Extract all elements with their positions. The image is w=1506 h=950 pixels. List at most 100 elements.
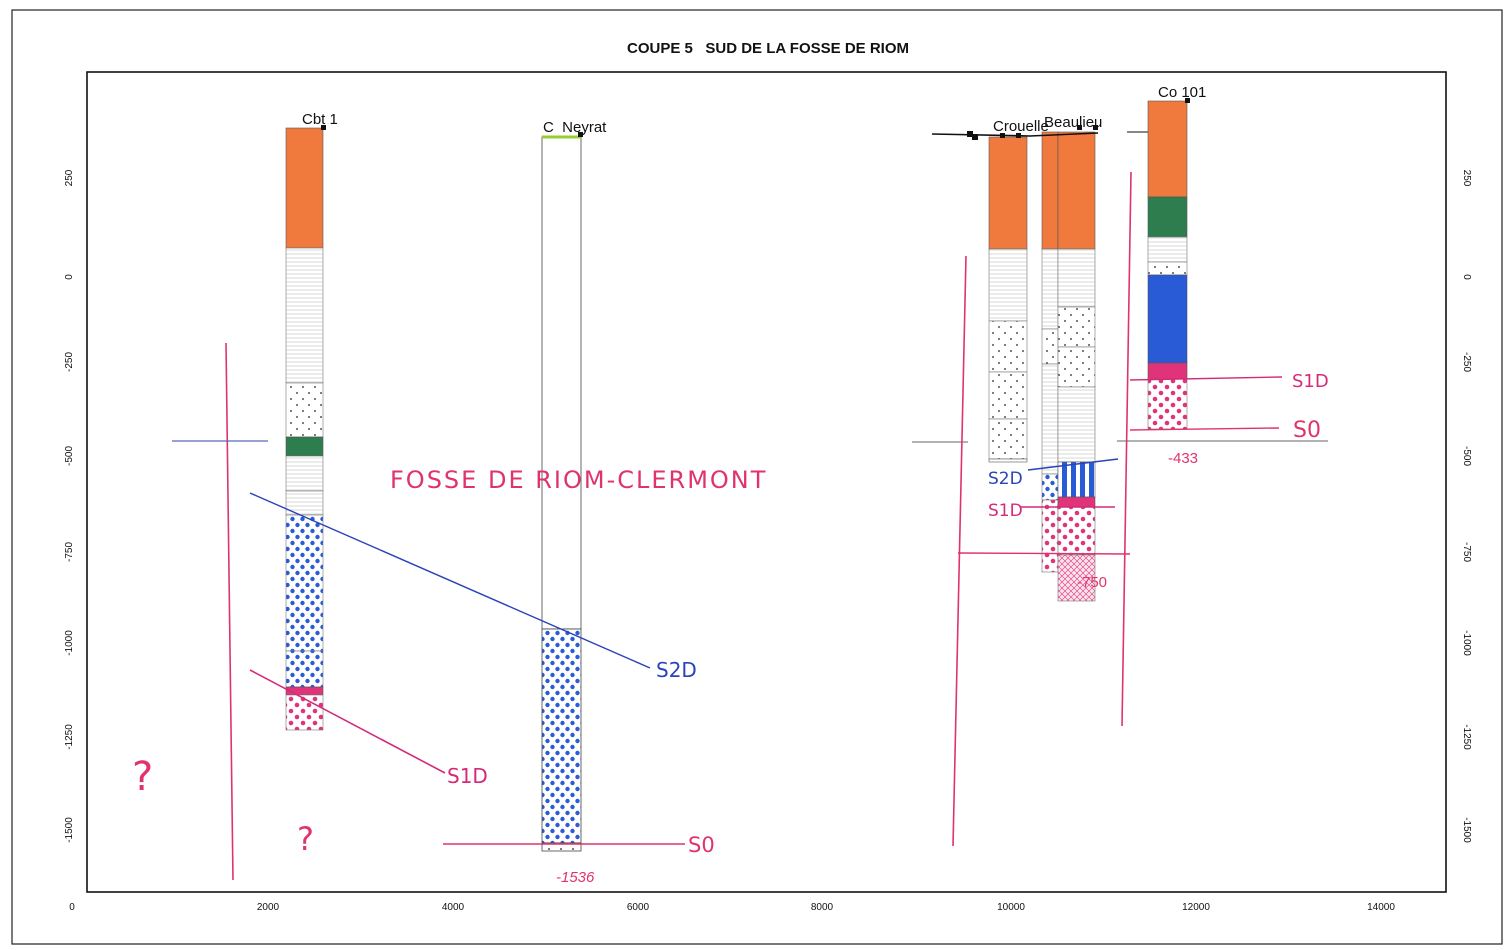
s1d-label: S1D [988, 501, 1023, 521]
layer-lined [285, 455, 324, 492]
x-tick-label: 0 [69, 902, 75, 913]
layer-blue-bars [1057, 461, 1096, 498]
s1d-label: S1D [1292, 371, 1329, 392]
fault-line [952, 255, 967, 847]
depth-label: -433 [1168, 450, 1198, 467]
layer-lined [1057, 248, 1096, 308]
page-frame [11, 9, 1503, 945]
y-tick-label: -1500 [1461, 817, 1472, 843]
x-tick-label: 6000 [627, 902, 650, 913]
layer-orange [1147, 100, 1188, 198]
well-label: C Neyrat [543, 119, 607, 136]
well-c-neyrat: C Neyrat [541, 119, 607, 852]
layer-magenta [1057, 496, 1096, 508]
x-tick-label: 4000 [442, 902, 465, 913]
layer-pink-dots [1057, 506, 1096, 556]
layer-pink-dots [1147, 378, 1188, 430]
well-marker [321, 125, 326, 130]
y-tick-label: -1000 [64, 630, 75, 656]
well-marker [578, 132, 583, 137]
question-mark: ? [132, 754, 153, 800]
well-marker [1185, 98, 1190, 103]
s2d-horizon [1027, 458, 1119, 471]
depth-label: -1536 [556, 869, 595, 886]
layer-blank [541, 136, 582, 630]
well-label: Cbt 1 [302, 111, 338, 128]
layer-lined [1041, 248, 1059, 330]
x-tick-label: 8000 [811, 902, 834, 913]
x-tick-label: 14000 [1367, 902, 1395, 913]
s1d-label: S1D [447, 764, 488, 788]
x-tick-label: 2000 [257, 902, 280, 913]
y-tick-label: -250 [64, 352, 75, 372]
layer-lined [1147, 236, 1188, 263]
layer-lined [988, 248, 1028, 322]
well-marker [967, 131, 973, 137]
x-axis: 0 2000 4000 6000 8000 10000 12000 14000 [69, 902, 1395, 913]
fault-line [1121, 171, 1132, 727]
y-tick-label: 250 [64, 169, 75, 186]
y-tick-label: -1000 [1461, 630, 1472, 656]
s0-horizon [1129, 427, 1280, 431]
layer-dotted [1147, 261, 1188, 276]
layer-dotted [988, 320, 1028, 373]
page-title: COUPE 5 SUD DE LA FOSSE DE RIOM [627, 40, 909, 57]
x-tick-label: 10000 [997, 902, 1025, 913]
well-crouelle: Crouelle [988, 118, 1049, 463]
y-tick-label: -1250 [1461, 724, 1472, 750]
layer-blue [1147, 274, 1188, 364]
layer-orange [1057, 131, 1096, 250]
layer-green [1147, 196, 1188, 238]
y-tick-label: -500 [64, 446, 75, 466]
y-tick-label: -1250 [64, 724, 75, 750]
well-marker [1000, 133, 1005, 138]
layer-dotted [285, 382, 324, 438]
well-label: Beaulieu [1044, 114, 1102, 131]
well-marker [1093, 125, 1098, 130]
layer-base [988, 458, 1028, 463]
layer-lined [1041, 363, 1059, 475]
well-co101: Co 101 [1147, 84, 1206, 430]
y-tick-label: -750 [1461, 542, 1472, 562]
layer-dotted [988, 371, 1028, 420]
well-marker [1016, 133, 1021, 138]
s0-label: S0 [1293, 418, 1321, 443]
s0-label: S0 [688, 833, 715, 857]
layer-blue-dots [285, 650, 324, 688]
plot-frame [86, 71, 1447, 893]
s1d-horizon [1129, 376, 1283, 381]
y-tick-label: -1500 [64, 817, 75, 843]
well-marker [1077, 125, 1082, 130]
s1d-horizon [249, 669, 446, 774]
layer-pink-cross [1057, 554, 1096, 602]
s2d-horizon [249, 492, 651, 669]
well-beaulieu: Beaulieu [1041, 114, 1102, 602]
well-cbt1: Cbt 1 [285, 111, 338, 731]
well-label: Crouelle [993, 118, 1049, 135]
ground-line [931, 132, 1099, 137]
y-tick-label: 0 [1461, 274, 1472, 280]
s2d-label: S2D [988, 469, 1023, 489]
layer-blue-dots [285, 514, 324, 652]
layer-dotted [1057, 306, 1096, 348]
depth-label: -750 [1077, 574, 1107, 591]
layer-orange [285, 127, 324, 249]
y-tick-label: -750 [64, 542, 75, 562]
layer-orange [1041, 131, 1059, 250]
layer-magenta [1147, 362, 1188, 380]
y-axis-right: 250 0 -250 -500 -750 -1000 -1250 -1500 [1461, 170, 1472, 844]
y-tick-label: 0 [64, 274, 75, 280]
y-tick-label: -500 [1461, 446, 1472, 466]
layer-magenta [285, 686, 324, 696]
fault-line [225, 342, 234, 881]
layer-blue-dots [1041, 473, 1059, 501]
layer-blue-dots [541, 628, 582, 844]
question-mark: ? [297, 820, 314, 858]
layer-pink-dots [1041, 499, 1059, 573]
s2d-label: S2D [656, 658, 697, 682]
layer-dotted [1057, 346, 1096, 388]
y-tick-label: -250 [1461, 352, 1472, 372]
layer-green [285, 436, 324, 457]
layer-lined [285, 247, 324, 384]
